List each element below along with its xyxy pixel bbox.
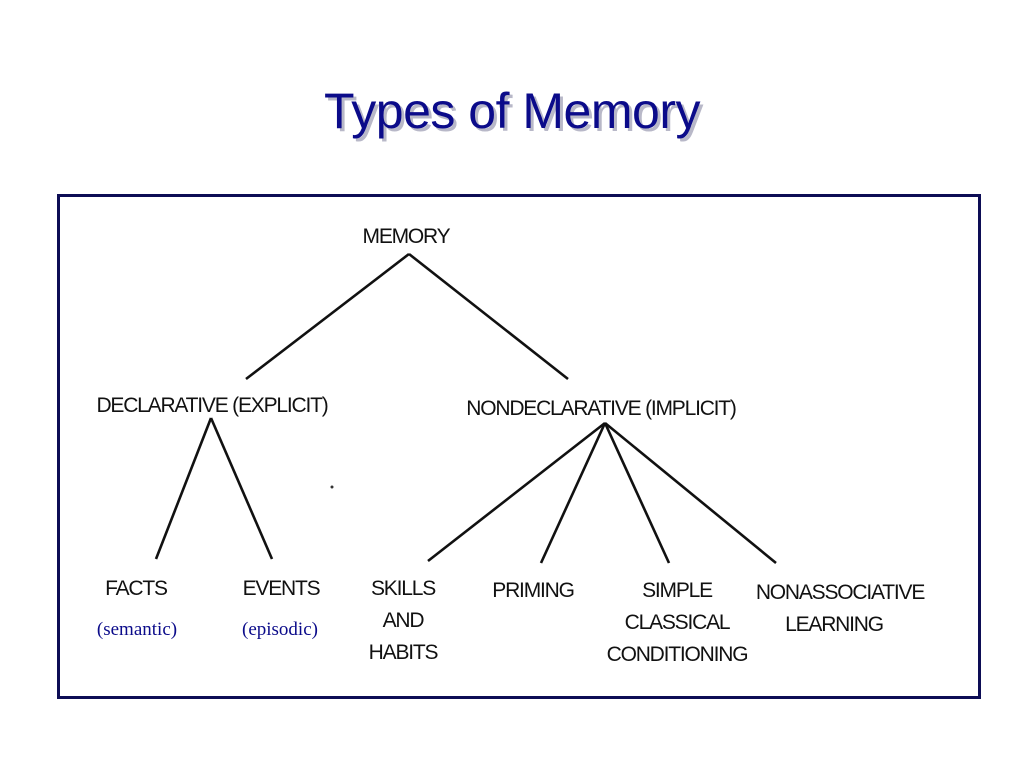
edge-memory-nondeclarative — [408, 252, 569, 381]
node-skills-line1: SKILLS — [371, 577, 436, 600]
memory-diagram: MEMORY DECLARATIVE (EXPLICIT) NONDECLARA… — [57, 194, 981, 699]
edge-nondeclarative-priming — [539, 422, 607, 564]
annotation-episodic: (episodic) — [242, 619, 318, 640]
annotation-semantic: (semantic) — [97, 619, 177, 640]
edge-nondeclarative-skills — [427, 421, 606, 563]
tree-connectors — [154, 252, 777, 565]
node-skills-line2: AND — [383, 609, 425, 632]
node-skills-line3: HABITS — [369, 641, 439, 664]
node-memory: MEMORY — [363, 225, 451, 248]
edge-memory-declarative — [245, 252, 410, 381]
node-conditioning-line1: SIMPLE — [642, 579, 713, 602]
node-priming: PRIMING — [492, 579, 573, 602]
node-events: EVENTS — [243, 577, 321, 600]
edge-nondeclarative-nonassociative — [604, 421, 777, 565]
memory-tree-svg: MEMORY DECLARATIVE (EXPLICIT) NONDECLARA… — [96, 225, 926, 666]
node-facts: FACTS — [105, 577, 168, 600]
edge-nondeclarative-conditioning — [603, 422, 671, 564]
slide-title: Types of Memory — [324, 83, 700, 139]
node-declarative: DECLARATIVE (EXPLICIT) — [96, 394, 327, 417]
node-nondeclarative: NONDECLARATIVE (IMPLICIT) — [466, 397, 736, 420]
node-conditioning-line2: CLASSICAL — [625, 611, 730, 634]
scan-speck — [330, 485, 334, 489]
node-conditioning-line3: CONDITIONING — [607, 643, 748, 666]
edge-declarative-facts — [154, 417, 213, 560]
node-nonassociative-line1: NONASSOCIATIVE — [756, 581, 926, 604]
node-nonassociative-line2: LEARNING — [785, 613, 883, 636]
edge-declarative-events — [209, 417, 274, 560]
